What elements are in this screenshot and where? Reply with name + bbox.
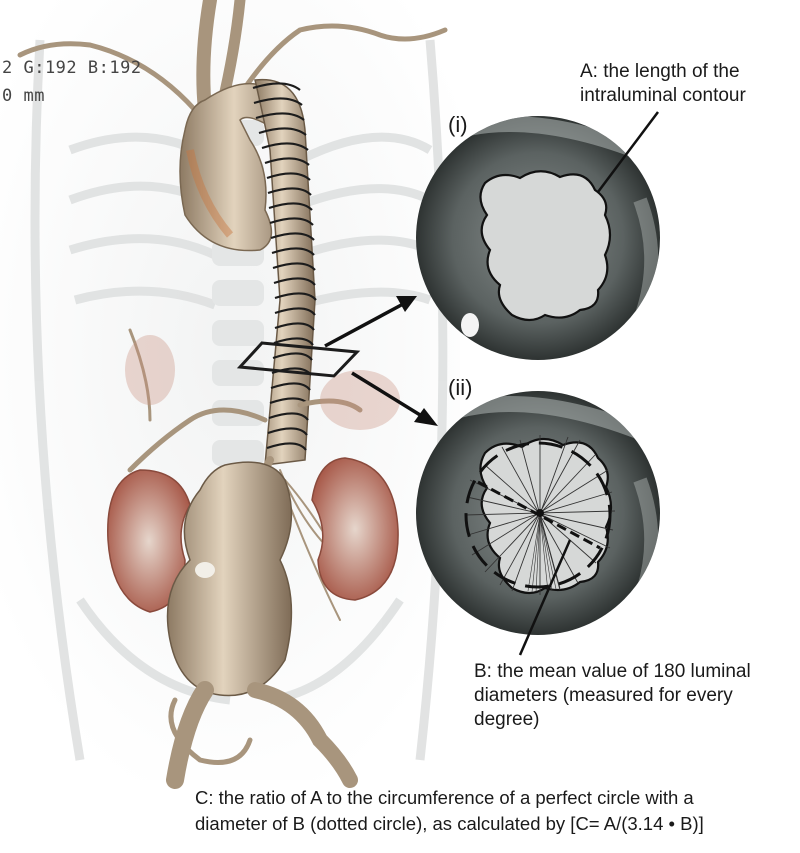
arrow-to-panel-ii — [351, 371, 438, 426]
panel-ii-label: (ii) — [448, 375, 473, 400]
ct-scale-readout: 0 mm — [2, 86, 45, 106]
panel-i-lumen-contour — [479, 170, 612, 322]
supra-aortic-branches — [17, 0, 448, 117]
annotation-b: B: the mean value of 180 luminal diamete… — [474, 660, 800, 732]
mesenteric-haze — [125, 335, 400, 430]
annotation-a-line2: intraluminal contour — [580, 85, 746, 106]
panel-ii-lumen-contour — [479, 437, 613, 595]
annotation-b-line2: diameters (measured for every degree) — [474, 685, 733, 730]
arrow-to-panel-i — [324, 296, 417, 348]
abdominal-aneurysm — [166, 461, 293, 697]
descending-aorta-stent — [252, 78, 317, 466]
caption-line1: C: the ratio of A to the circumference o… — [195, 787, 694, 808]
annotation-a: A: the length of the intraluminal contou… — [580, 60, 746, 108]
iliac-arteries — [166, 681, 358, 789]
panel-i-label: (i) — [448, 112, 468, 137]
annotation-a-line1: A: the length of the — [580, 61, 740, 82]
leader-line-a — [597, 111, 659, 193]
caption-line2: diameter of B (dotted circle), as calcul… — [195, 813, 704, 834]
figure-caption: C: the ratio of A to the circumference o… — [195, 785, 795, 837]
ct-window-readout: 2 G:192 B:192 — [2, 58, 142, 78]
panel-i-cross-section — [416, 116, 660, 360]
center-point — [536, 509, 544, 517]
dotted-perfect-circle — [464, 441, 612, 589]
right-kidney — [311, 457, 399, 601]
measurement-plane — [236, 341, 361, 378]
leader-line-b — [518, 539, 572, 656]
annotation-b-line1: B: the mean value of 180 luminal — [474, 661, 751, 682]
